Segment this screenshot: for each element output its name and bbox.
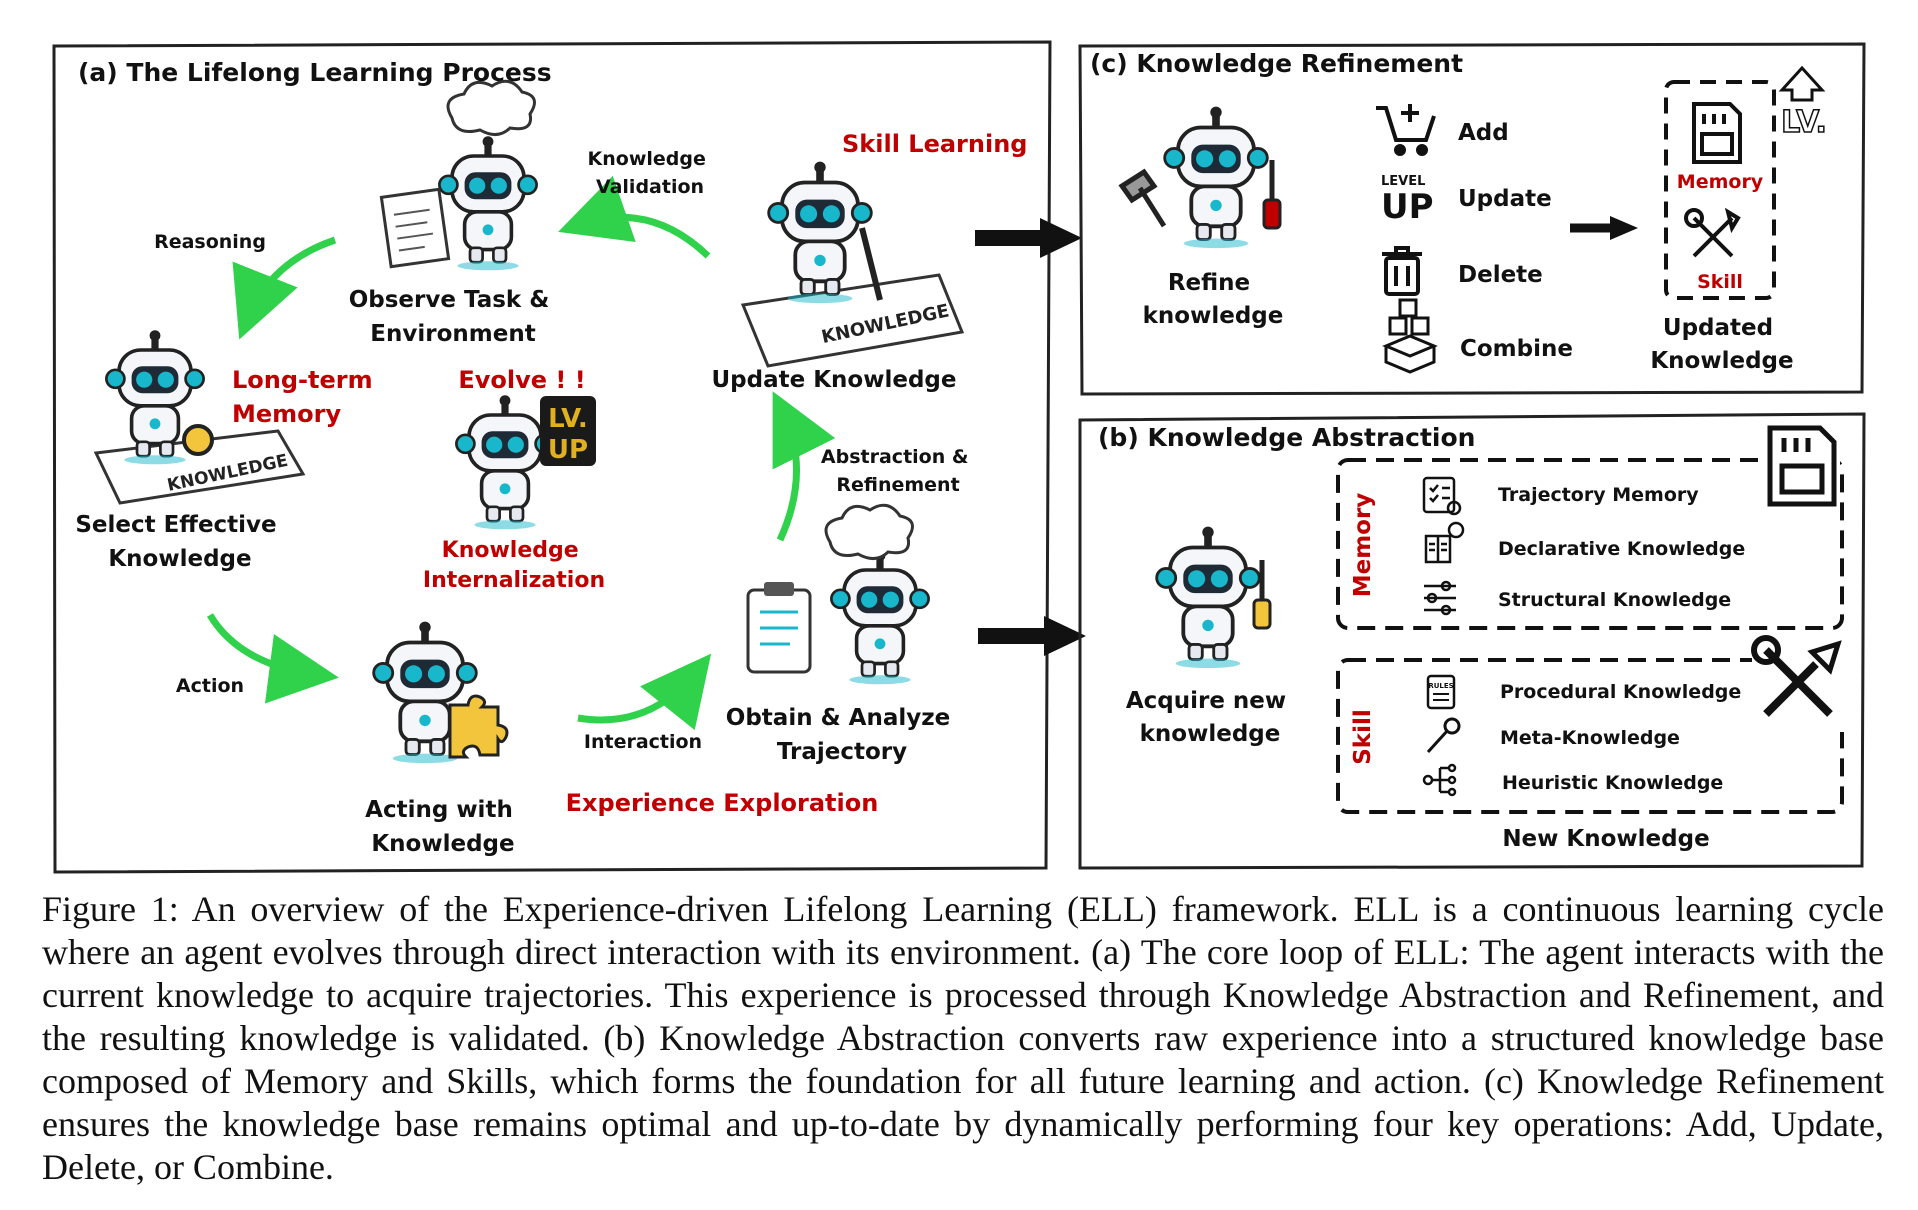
panel-b-title: (b) Knowledge Abstraction bbox=[1098, 423, 1475, 452]
hammer-icon bbox=[1118, 168, 1167, 228]
reasoning-arrow bbox=[232, 236, 337, 340]
action-label: Action bbox=[176, 675, 244, 697]
tools-icon bbox=[1684, 207, 1741, 258]
reasoning-label: Reasoning bbox=[154, 231, 266, 253]
acquire-label: Acquire new knowledge bbox=[1126, 688, 1294, 747]
refine-label: Refine knowledge bbox=[1143, 270, 1284, 329]
panel-b: (b) Knowledge Abstraction Acquire new kn… bbox=[1078, 412, 1866, 870]
checklist-icon bbox=[1422, 476, 1462, 516]
svg-text:RULES: RULES bbox=[1428, 682, 1453, 690]
interaction-label: Interaction bbox=[584, 731, 702, 753]
skill-group-box bbox=[1336, 658, 1844, 814]
select-robot: KNOWLEDGE bbox=[93, 328, 306, 505]
wrench-icon bbox=[1426, 717, 1461, 754]
magnifier-icon bbox=[182, 424, 214, 456]
updated-knowledge-label: Updated Knowledge bbox=[1650, 315, 1793, 374]
observe-robot bbox=[379, 79, 539, 273]
experience-exploration-label: Experience Exploration bbox=[566, 789, 879, 817]
skill-label-c: Skill bbox=[1697, 271, 1743, 293]
arrow-to-refinement bbox=[975, 218, 1082, 258]
skill-vertical-label: Skill bbox=[1350, 709, 1376, 765]
tools-icon bbox=[1751, 635, 1852, 732]
tree-icon bbox=[1422, 763, 1457, 797]
acquire-robot bbox=[1154, 524, 1272, 671]
obtain-label: Obtain & Analyze Trajectory bbox=[726, 705, 958, 765]
book-icon bbox=[1424, 521, 1465, 564]
svg-text:UP: UP bbox=[548, 435, 588, 465]
puzzle-icon bbox=[448, 694, 509, 759]
memory-item-declarative: Declarative Knowledge bbox=[1498, 538, 1745, 560]
skill-item-meta: Meta-Knowledge bbox=[1500, 727, 1680, 749]
op-update: Update bbox=[1458, 186, 1552, 212]
update-label: Update Knowledge bbox=[712, 367, 957, 393]
memory-item-structural: Structural Knowledge bbox=[1498, 589, 1731, 611]
evolve-robot: LV. UP bbox=[454, 393, 596, 532]
trash-icon bbox=[1382, 246, 1422, 296]
svg-text:LV.: LV. bbox=[1781, 105, 1827, 140]
sliders-icon bbox=[1424, 580, 1456, 616]
level-up-icon: LEVEL UP bbox=[1381, 174, 1434, 227]
lv-up-badge-icon: LV. UP bbox=[540, 396, 596, 466]
figure-caption: Figure 1: An overview of the Experience-… bbox=[42, 889, 1884, 1187]
arrow-to-abstraction bbox=[978, 616, 1086, 656]
svg-text:LV.: LV. bbox=[548, 404, 588, 434]
abstraction-arrow bbox=[772, 391, 836, 542]
svg-text:UP: UP bbox=[1381, 187, 1434, 227]
memory-vertical-label: Memory bbox=[1350, 493, 1376, 598]
sd-card-icon bbox=[1692, 102, 1742, 164]
clipboard-icon bbox=[746, 588, 812, 674]
long-term-memory-label: Long-term Memory bbox=[232, 366, 381, 428]
lv-up-arrow-icon: LV. bbox=[1778, 65, 1828, 141]
update-robot: KNOWLEDGE bbox=[740, 159, 965, 368]
panel-a: (a) The Lifelong Learning Process Observ… bbox=[52, 40, 1052, 874]
interaction-arrow bbox=[577, 653, 712, 731]
memory-group-box bbox=[1336, 458, 1844, 630]
panel-c-frame bbox=[1078, 42, 1866, 396]
refine-robot bbox=[1118, 104, 1282, 251]
thought-cloud-icon bbox=[824, 503, 914, 560]
rules-icon: RULES bbox=[1426, 674, 1456, 710]
op-add: Add bbox=[1458, 120, 1509, 146]
panel-c: (c) Knowledge Refinement Refine knowledg… bbox=[1078, 42, 1866, 396]
skill-item-heuristic: Heuristic Knowledge bbox=[1502, 772, 1723, 794]
op-combine: Combine bbox=[1460, 336, 1573, 362]
memory-item-trajectory: Trajectory Memory bbox=[1498, 484, 1699, 506]
memory-label-c: Memory bbox=[1677, 171, 1764, 193]
internalization-label: Knowledge Internalization bbox=[423, 538, 605, 593]
evolve-label: Evolve ! ! bbox=[458, 366, 585, 394]
abstraction-label: Abstraction & Refinement bbox=[821, 446, 975, 496]
sd-card-icon bbox=[1764, 424, 1840, 508]
action-arrow bbox=[206, 613, 339, 704]
skill-learning-label: Skill Learning bbox=[842, 130, 1027, 158]
observe-label: Observe Task & Environment bbox=[349, 287, 558, 347]
thought-cloud-icon bbox=[446, 79, 536, 136]
combine-boxes-icon bbox=[1382, 298, 1438, 374]
skill-item-procedural: Procedural Knowledge bbox=[1500, 681, 1741, 703]
cart-add-icon bbox=[1376, 104, 1436, 156]
refine-arrow bbox=[1570, 216, 1638, 240]
panel-a-frame bbox=[52, 40, 1052, 874]
acting-robot bbox=[371, 619, 509, 766]
obtain-robot bbox=[746, 503, 931, 687]
svg-text:LEVEL: LEVEL bbox=[1381, 174, 1425, 189]
updated-knowledge-box bbox=[1664, 80, 1776, 300]
knowledge-validation-label: Knowledge Validation bbox=[588, 148, 713, 198]
select-label: Select Effective Knowledge bbox=[75, 512, 284, 572]
panel-b-frame bbox=[1078, 412, 1866, 870]
board-icon bbox=[379, 187, 451, 269]
panel-c-title: (c) Knowledge Refinement bbox=[1090, 49, 1463, 78]
panel-a-title: (a) The Lifelong Learning Process bbox=[78, 58, 552, 87]
validation-arrow bbox=[558, 175, 711, 259]
op-delete: Delete bbox=[1458, 262, 1543, 288]
acting-label: Acting with Knowledge bbox=[365, 797, 521, 857]
new-knowledge-label: New Knowledge bbox=[1502, 826, 1709, 852]
